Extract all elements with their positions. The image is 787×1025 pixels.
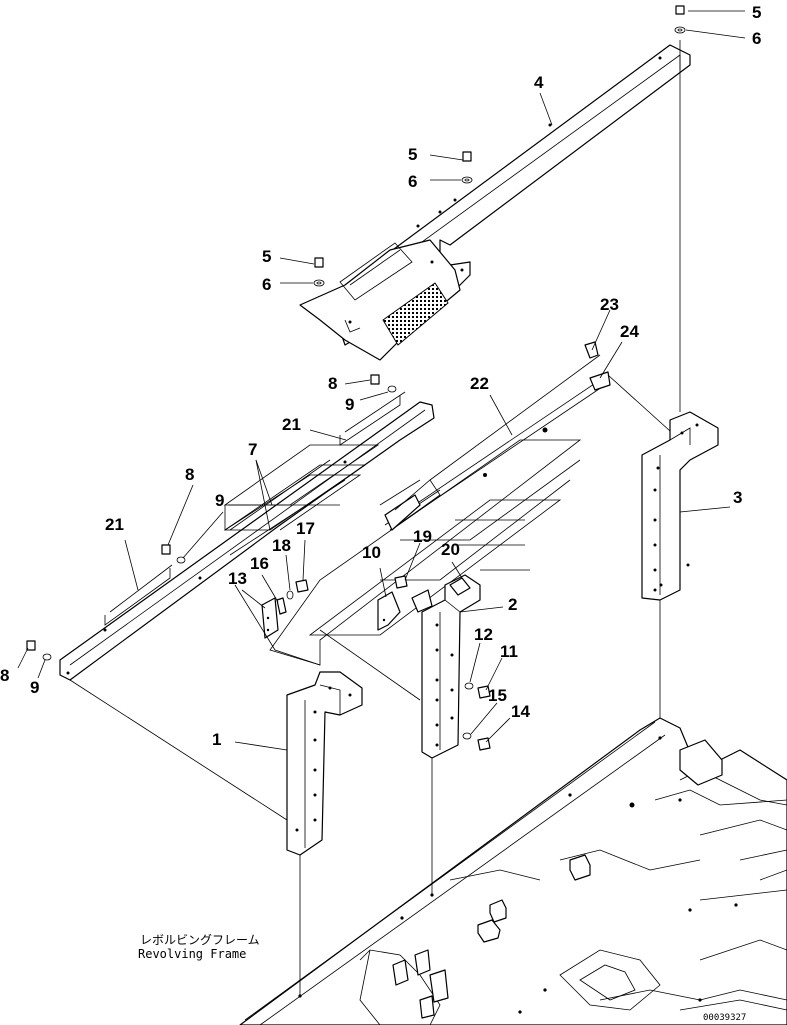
frame-label: レボルビングフレーム Revolving Frame <box>138 933 260 961</box>
fastener-bolt-washer-top <box>674 5 686 34</box>
callout-18: 18 <box>272 536 291 555</box>
callout-16: 16 <box>250 554 269 573</box>
revolving-frame <box>239 717 787 1025</box>
fastener-bolt-washer-mid <box>461 151 473 184</box>
callout-2: 2 <box>508 595 517 614</box>
fastener-8-9-mid <box>161 544 186 564</box>
assembly-lines <box>69 40 681 996</box>
callout-14: 14 <box>511 702 530 721</box>
callout-6-c: 6 <box>262 275 271 294</box>
callout-19: 19 <box>413 527 432 546</box>
callout-11: 11 <box>500 642 518 661</box>
callout-24: 24 <box>620 322 639 341</box>
part-4-top-beam <box>299 44 691 361</box>
callout-15: 15 <box>488 686 507 705</box>
fastener-bolt-washer-box <box>313 257 325 287</box>
callouts: 5 6 4 5 6 5 6 23 24 8 9 22 21 7 8 9 3 21… <box>0 3 761 749</box>
fastener-16-17-18 <box>276 579 309 615</box>
callout-8-b: 8 <box>185 465 194 484</box>
part-7-panel-bracket <box>59 391 582 681</box>
frame-label-jp: レボルビングフレーム <box>140 933 260 947</box>
callout-9-b: 9 <box>215 491 224 510</box>
callout-21-b: 21 <box>105 515 124 534</box>
callout-10: 10 <box>362 543 381 562</box>
callout-5-a: 5 <box>752 3 761 22</box>
callout-13: 13 <box>228 569 247 588</box>
callout-3: 3 <box>733 488 742 507</box>
callout-5-c: 5 <box>262 247 271 266</box>
frame-label-en: Revolving Frame <box>138 947 246 961</box>
document-id: 00039327 <box>703 1013 746 1023</box>
callout-leaders <box>17 10 746 751</box>
callout-12: 12 <box>474 625 493 644</box>
callout-1: 1 <box>212 730 221 749</box>
callout-6-b: 6 <box>408 172 417 191</box>
callout-17: 17 <box>296 519 315 538</box>
part-10-bracket <box>377 591 401 631</box>
part-3-right-post <box>641 411 719 601</box>
callout-23: 23 <box>600 295 619 314</box>
callout-5-b: 5 <box>408 145 417 164</box>
callout-20: 20 <box>441 540 460 559</box>
callout-6-a: 6 <box>752 29 761 48</box>
callout-8-c: 8 <box>0 666 9 685</box>
part-2-middle-post <box>411 574 481 759</box>
callout-22: 22 <box>470 374 489 393</box>
part-22-gas-spring <box>384 341 681 531</box>
callout-9-c: 9 <box>30 678 39 697</box>
fastener-11-12-14-15-19 <box>394 575 491 751</box>
fastener-8-9-upper <box>370 374 397 393</box>
part-1-left-post <box>286 671 363 856</box>
callout-4: 4 <box>534 73 544 92</box>
part-13-bracket <box>261 597 279 639</box>
callout-21-a: 21 <box>282 415 301 434</box>
callout-7: 7 <box>248 440 257 459</box>
callout-8-a: 8 <box>328 374 337 393</box>
callout-9-a: 9 <box>345 395 354 414</box>
fastener-8-9-left <box>26 640 52 661</box>
